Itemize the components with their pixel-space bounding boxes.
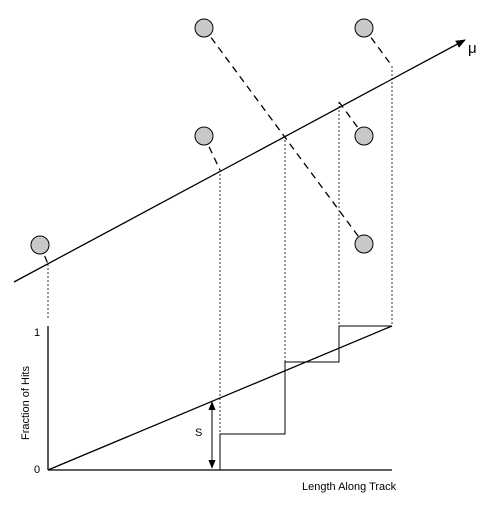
hit-circle-1 <box>194 18 214 38</box>
projection-lines <box>47 66 393 468</box>
muon-track-line <box>13 39 466 283</box>
distance-label: S <box>195 427 202 439</box>
uniform-diagonal-line <box>47 325 393 471</box>
x-axis-label: Length Along Track <box>302 481 397 493</box>
cumulative-step-line <box>219 325 392 470</box>
hit-circle-3 <box>194 126 214 146</box>
y-tick-one: 1 <box>34 327 40 339</box>
track-symbol-label: μ <box>468 40 477 57</box>
hit-circle-6 <box>354 234 374 254</box>
hit-connector-top-right <box>363 27 393 67</box>
hit-circle-2 <box>354 18 374 38</box>
hit-circle-5 <box>30 235 50 255</box>
y-tick-zero: 0 <box>34 464 40 476</box>
hits <box>30 18 374 255</box>
hit-circle-4 <box>354 126 374 146</box>
hit-connector-long <box>203 27 365 245</box>
y-axis-label: Fraction of Hits <box>20 366 32 440</box>
